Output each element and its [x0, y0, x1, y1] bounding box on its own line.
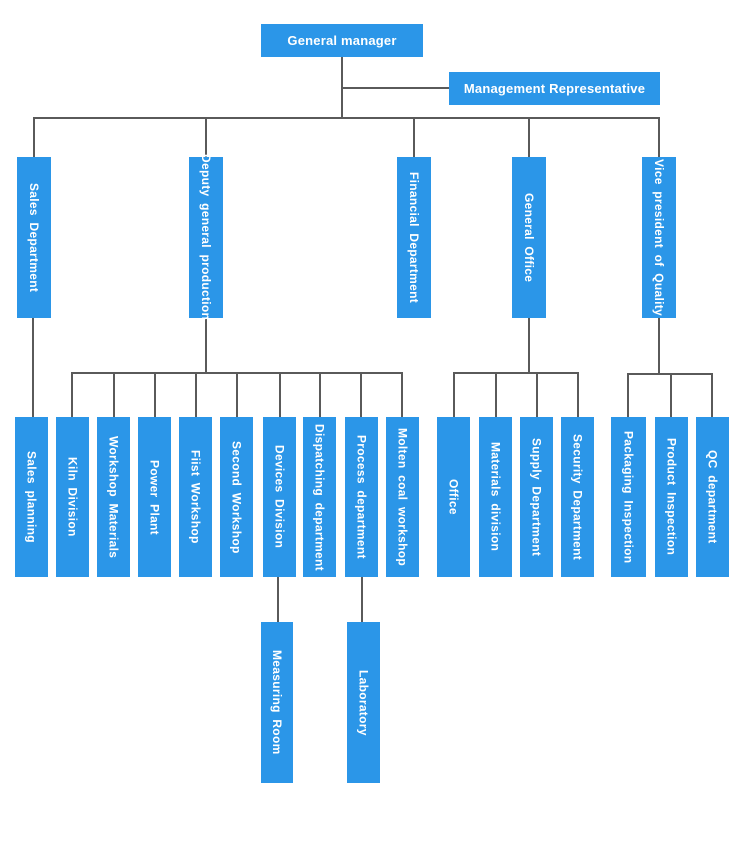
node-materials-division: Materials division: [479, 417, 512, 577]
node-workshop-materials-label: Workshop Materials: [106, 435, 121, 559]
node-general-office-label: General Office: [522, 192, 536, 283]
node-general-office: General Office: [512, 157, 546, 318]
node-product-inspection: Product Inspection: [655, 417, 688, 577]
node-financial-department-label: Financial Department: [407, 171, 421, 304]
node-power-plant: Power Plant: [138, 417, 171, 577]
node-molten-coal-workshop-label: Molten coal workshop: [395, 427, 410, 566]
node-supply-department-label: Supply Department: [529, 437, 544, 557]
node-sales-planning-label: Sales planning: [24, 451, 39, 543]
node-financial-department: Financial Department: [397, 157, 431, 318]
node-office-label: Office: [446, 479, 461, 515]
node-fiist-workshop: Fiist Workshop: [179, 417, 212, 577]
node-packaging-inspection: Packaging Inspection: [611, 417, 646, 577]
node-power-plant-label: Power Plant: [147, 459, 162, 535]
connector-general-office-group: [453, 317, 579, 418]
node-qc-department: QC department: [696, 417, 729, 577]
node-product-inspection-label: Product Inspection: [664, 438, 679, 556]
node-second-workshop: Second Workshop: [220, 417, 253, 577]
node-qc-department-label: QC department: [705, 450, 720, 544]
node-deputy-general-production-label: Deputy general production: [199, 154, 213, 321]
node-management-representative-label: Management Representative: [463, 81, 646, 96]
node-fiist-workshop-label: Fiist Workshop: [188, 450, 203, 544]
node-office: Office: [437, 417, 470, 577]
node-vice-president-of-quality-label: Vice president of Quality: [652, 159, 666, 316]
node-kiln-division-label: Kiln Division: [65, 457, 80, 537]
node-management-representative: Management Representative: [449, 72, 660, 105]
node-sales-department-label: Sales Department: [27, 182, 41, 293]
connector-root-group: [33, 57, 660, 158]
node-security-department-label: Security Department: [570, 433, 585, 561]
node-measuring-room: Measuring Room: [261, 622, 293, 783]
node-molten-coal-workshop: Molten coal workshop: [386, 417, 419, 577]
node-general-manager: General manager: [261, 24, 423, 57]
node-materials-division-label: Materials division: [488, 442, 503, 552]
node-packaging-inspection-label: Packaging Inspection: [621, 430, 636, 564]
node-dispatching-department-label: Dispatching department: [312, 423, 327, 571]
node-sales-department: Sales Department: [17, 157, 51, 318]
connector-vp-quality-group: [627, 317, 713, 418]
node-devices-division: Devices Division: [263, 417, 296, 577]
connector-level4-group: [277, 576, 363, 623]
node-second-workshop-label: Second Workshop: [229, 440, 244, 554]
node-security-department: Security Department: [561, 417, 594, 577]
connector-deputy-group: [71, 317, 403, 418]
node-process-department: Process department: [345, 417, 378, 577]
node-kiln-division: Kiln Division: [56, 417, 89, 577]
node-supply-department: Supply Department: [520, 417, 553, 577]
node-vice-president-of-quality: Vice president of Quality: [642, 157, 676, 318]
node-laboratory-label: Laboratory: [356, 669, 371, 736]
node-deputy-general-production: Deputy general production: [189, 154, 223, 321]
node-laboratory: Laboratory: [347, 622, 380, 783]
node-devices-division-label: Devices Division: [272, 445, 287, 549]
node-general-manager-label: General manager: [287, 33, 397, 48]
node-workshop-materials: Workshop Materials: [97, 417, 130, 577]
node-dispatching-department: Dispatching department: [303, 417, 336, 577]
node-measuring-room-label: Measuring Room: [270, 650, 284, 755]
node-sales-planning: Sales planning: [15, 417, 48, 577]
node-process-department-label: Process department: [354, 435, 369, 559]
